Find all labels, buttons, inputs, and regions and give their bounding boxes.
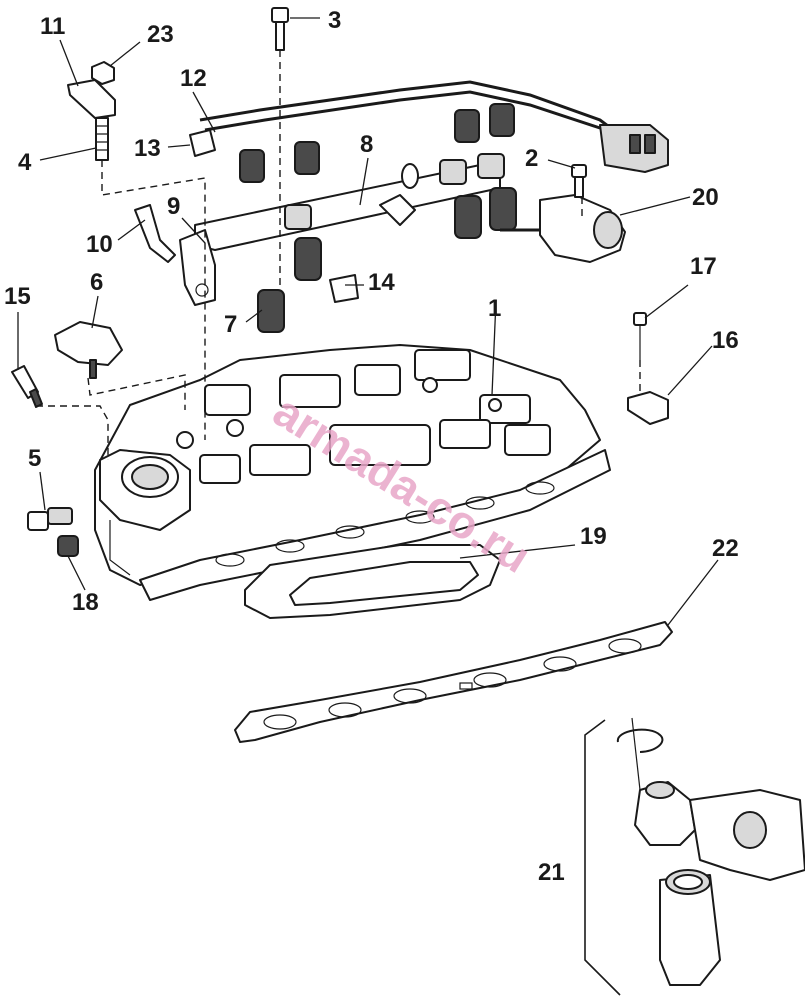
inset-detail-part-21 bbox=[584, 717, 805, 996]
manifold-gasket-part-22 bbox=[234, 621, 673, 743]
callout-19: 19 bbox=[580, 523, 607, 550]
callout-22: 22 bbox=[712, 535, 739, 562]
callout-6: 6 bbox=[90, 269, 103, 296]
leader-lines bbox=[17, 17, 719, 626]
callout-14: 14 bbox=[368, 269, 395, 296]
callout-23: 23 bbox=[147, 21, 174, 48]
plenum-gasket-part-19 bbox=[244, 544, 501, 619]
assembly-dash-lines bbox=[36, 50, 641, 460]
callout-1: 1 bbox=[488, 295, 501, 322]
callout-18: 18 bbox=[72, 589, 99, 616]
callout-21: 21 bbox=[538, 859, 565, 886]
callout-labels: 11 23 3 12 4 13 8 2 20 9 10 17 14 6 15 1… bbox=[4, 7, 739, 886]
plug-part-18 bbox=[57, 535, 79, 557]
callout-11: 11 bbox=[40, 13, 65, 40]
fitting-part-5 bbox=[27, 507, 73, 531]
callout-15: 15 bbox=[4, 283, 31, 310]
nut-part-23 bbox=[91, 61, 115, 85]
stud-part-4 bbox=[95, 117, 109, 161]
wire-harness-part-12 bbox=[199, 80, 669, 173]
callout-12: 12 bbox=[180, 65, 207, 92]
callout-2: 2 bbox=[525, 145, 538, 172]
callout-10: 10 bbox=[86, 231, 113, 258]
bolt-part-3 bbox=[271, 7, 289, 51]
callout-4: 4 bbox=[18, 149, 32, 176]
callout-9: 9 bbox=[167, 193, 180, 220]
clamp-part-16 bbox=[627, 391, 669, 425]
callout-17: 17 bbox=[690, 253, 717, 280]
callout-20: 20 bbox=[692, 184, 719, 211]
sensor-part-6 bbox=[54, 321, 123, 379]
fuel-injectors-part-7 bbox=[239, 103, 517, 333]
callout-8: 8 bbox=[360, 131, 373, 158]
callout-3: 3 bbox=[328, 7, 341, 34]
callout-7: 7 bbox=[224, 311, 237, 338]
fuel-pressure-regulator-part-20 bbox=[500, 194, 626, 263]
intake-manifold-part-1 bbox=[94, 344, 611, 601]
callout-13: 13 bbox=[134, 135, 161, 162]
bracket-part-11 bbox=[67, 79, 116, 119]
injector-clip-part-14 bbox=[329, 274, 359, 303]
harness-clip-part-13 bbox=[189, 129, 216, 157]
callout-5: 5 bbox=[28, 445, 41, 472]
temperature-sensor-part-15 bbox=[11, 365, 43, 408]
bolt-part-2 bbox=[571, 164, 587, 198]
bolt-part-17 bbox=[633, 312, 647, 360]
callout-16: 16 bbox=[712, 327, 739, 354]
fuel-line-fitting-part-10 bbox=[134, 204, 176, 263]
